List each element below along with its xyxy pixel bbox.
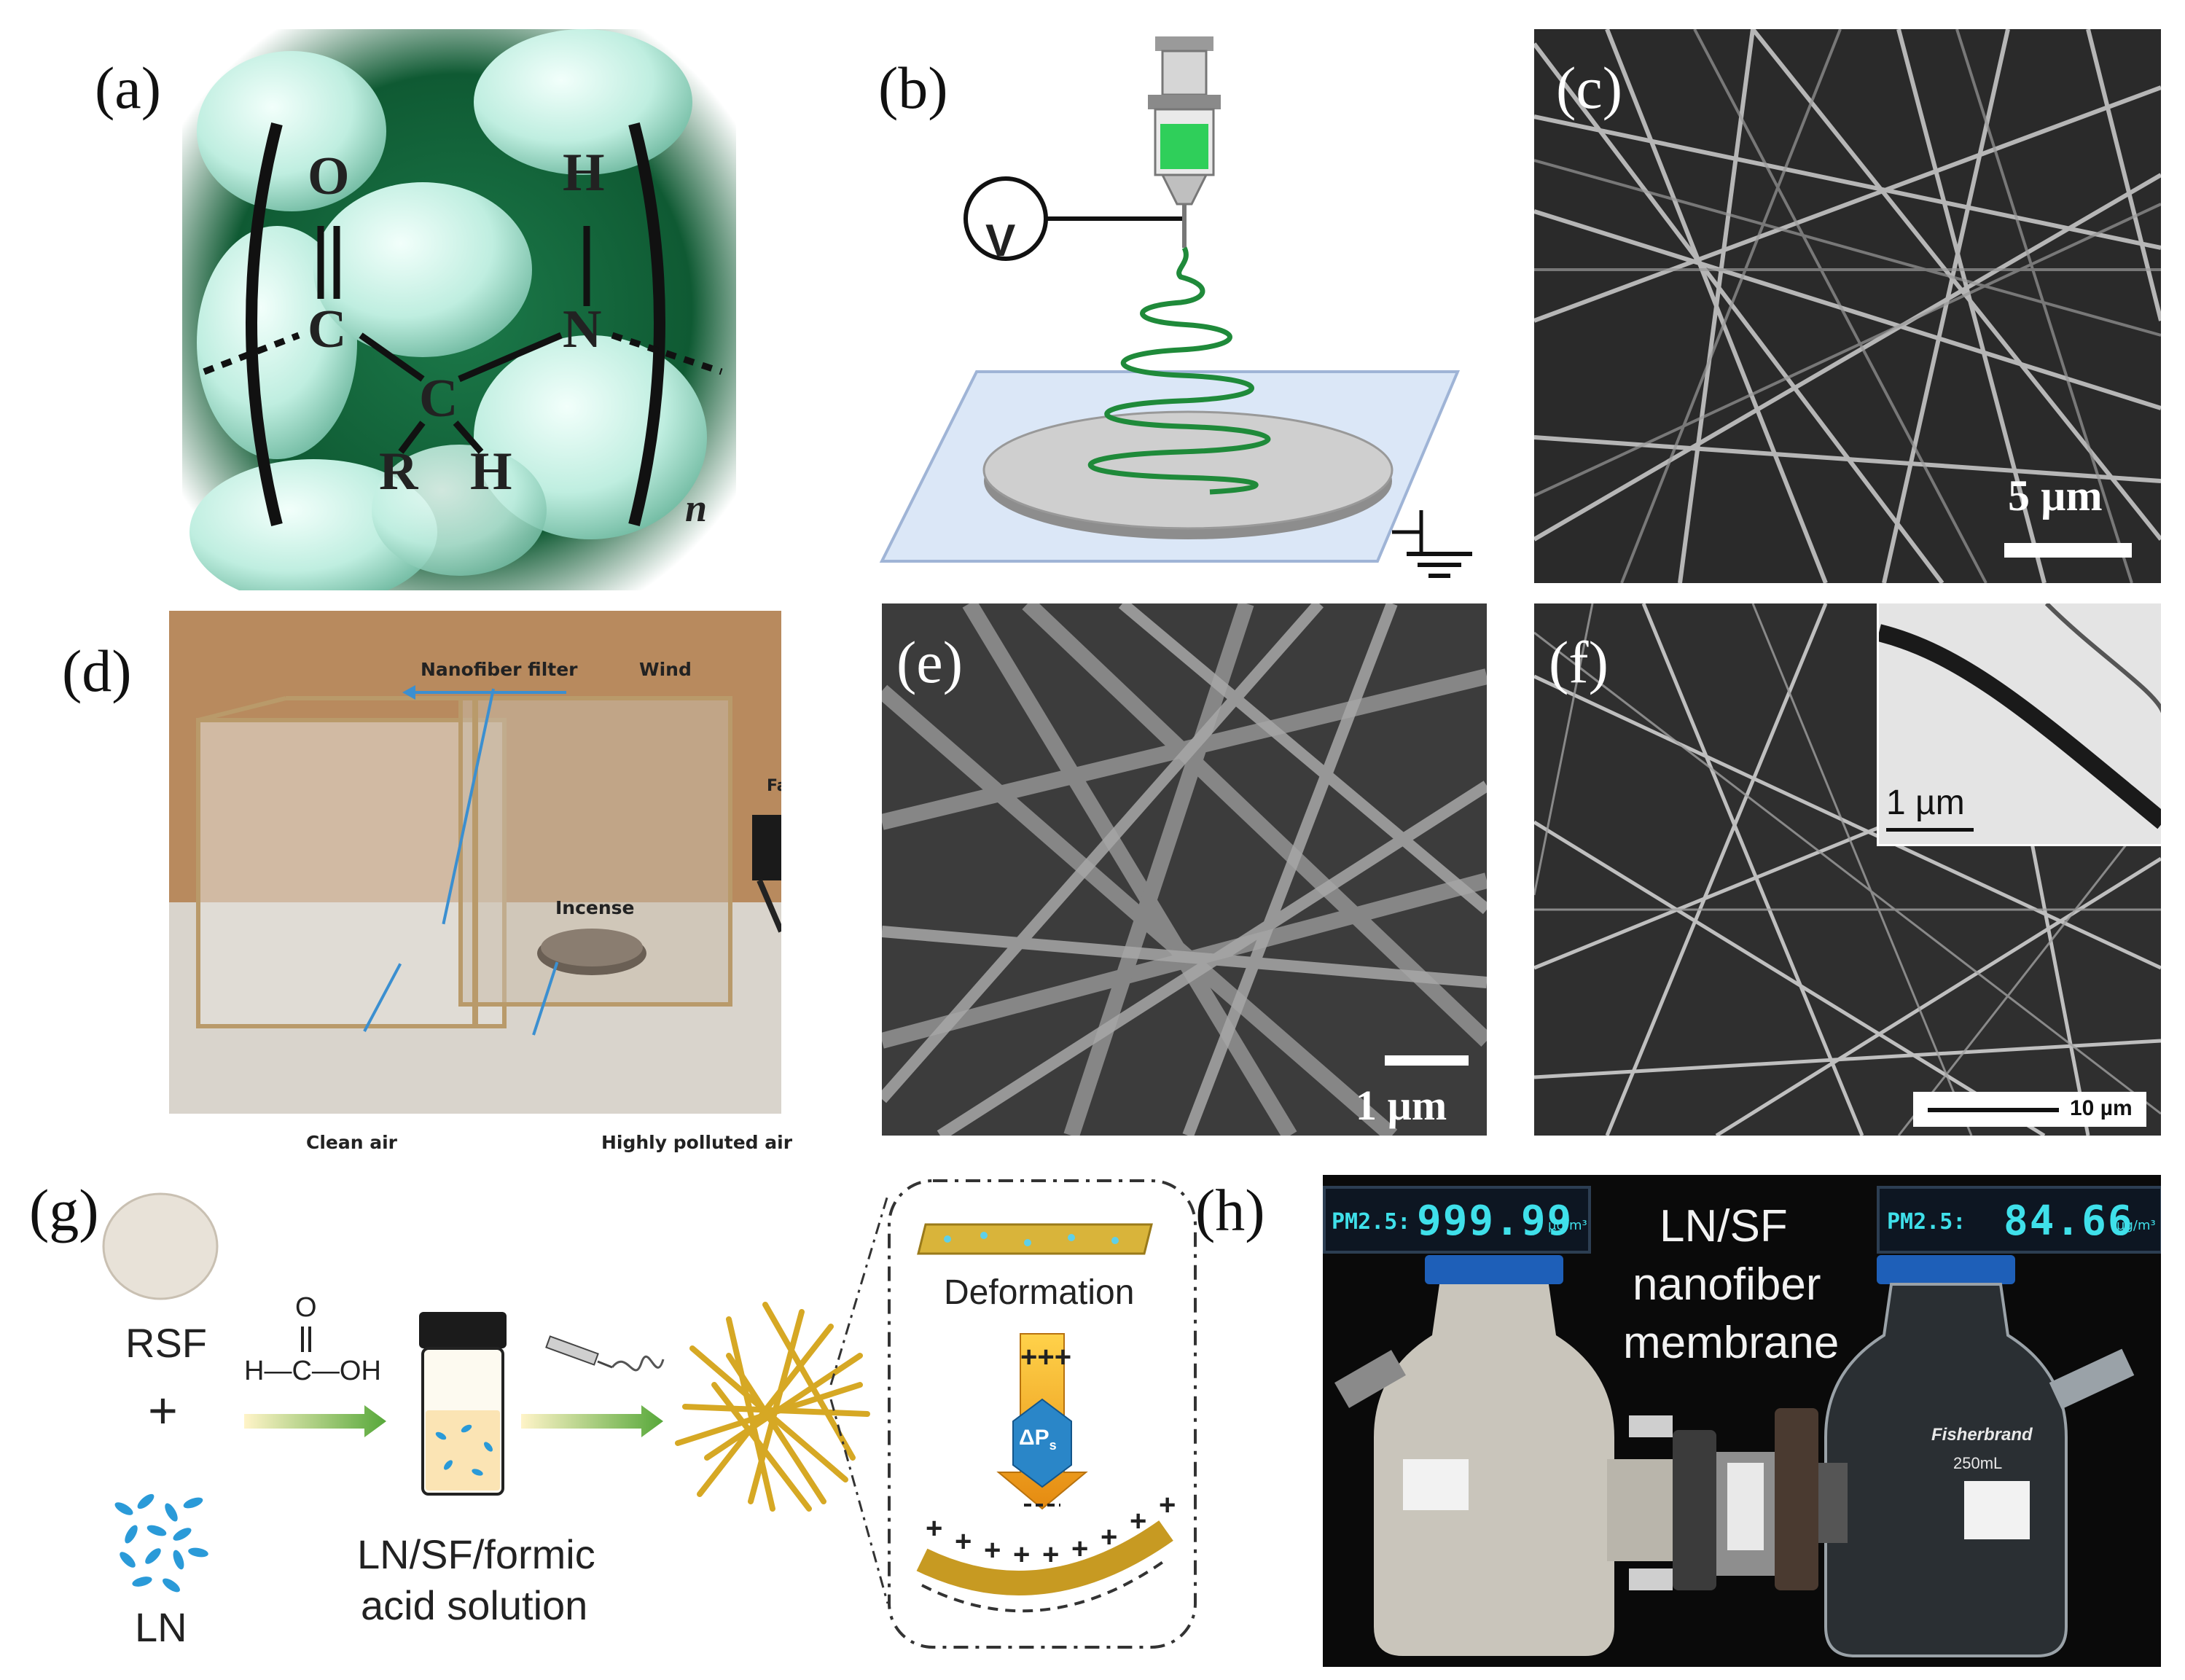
scale-label-c: 5 µm [2008,472,2103,520]
deformation-label: Deformation [944,1273,1135,1312]
delta-p-subscript: s [1049,1438,1057,1453]
syringe-icon [545,1335,665,1372]
rsf-disc [102,1192,219,1300]
membrane-title-line2: nanofiber [1633,1259,1821,1310]
solution-label-line1: LN/SF/formic [357,1531,595,1577]
panel-label-f: (f) [1549,629,1609,695]
svg-text:+: + [955,1525,972,1558]
polluted-air-label: Highly polluted air [601,1132,793,1153]
acrylic-box [196,696,781,1028]
svg-text:+: + [1130,1505,1146,1537]
clean-air-label: Clean air [306,1132,398,1153]
pm-display-right: PM2.5: 84.66 µg/m³ [1877,1186,2161,1254]
panel-label-c: (c) [1556,55,1623,121]
panel-e-sem-image: (e) 1 µm [882,603,1487,1136]
rsf-label: RSF [125,1320,207,1366]
bottle-brand-label: Fisherbrand [1931,1425,2033,1445]
sem-fibers-f [1534,603,2161,1136]
panel-label-b: (b) [878,55,948,121]
formic-formula: H—C—OH [244,1356,381,1386]
panel-label-g: (g) [29,1177,99,1243]
nanofiber-filter-label: Nanofiber filter [421,659,578,680]
ln-label: LN [135,1604,187,1650]
svg-text:+: + [1159,1489,1176,1521]
svg-text:+: + [1013,1539,1030,1571]
arrow-1 [244,1405,386,1437]
svg-text:+: + [1071,1533,1088,1565]
scale-label-f: 10 µm [2070,1096,2133,1120]
atom-n: N [563,300,602,359]
svg-text:+: + [926,1512,942,1544]
delta-ps-label: ΔPs [1019,1426,1057,1453]
arrow-2 [521,1405,663,1437]
atom-o: O [308,146,350,206]
panel-b-electrospinning-setup: V [867,22,1494,583]
panel-f-sem-image: 1 µm (f) 10 µm [1534,603,2161,1136]
detail-box [888,1179,1197,1649]
panel-label-h: (h) [1195,1177,1265,1243]
wind-arrow-head [402,685,415,700]
svg-text:+++: +++ [1020,1341,1071,1373]
bottle-volume-label: 250mL [1953,1454,2003,1472]
electrospinning-diagram [879,36,1472,578]
subscript-n: n [685,486,708,530]
pm-unit-right: µg/m³ [2116,1218,2156,1233]
vial-cap [419,1312,507,1348]
sem-fibers-c [1534,29,2161,583]
membrane-title-line1: LN/SF [1660,1201,1788,1251]
inset-scale-label: 1 µm [1886,784,1965,822]
pm-display-left: PM2.5: 999.99 µg/m³ [1323,1186,1591,1254]
dipole-prism [1012,1398,1072,1488]
pm-key-left: PM2.5: [1332,1209,1411,1235]
svg-text:+: + [1042,1539,1059,1571]
svg-text:+: + [984,1534,1001,1566]
panel-g-fabrication-schematic: +++ ++++ +++++ RSF + LN O H—C—OH LN/SF/f… [73,1166,1210,1662]
atom-h-bottom: H [470,442,512,501]
tem-inset: 1 µm [1877,603,2161,846]
panel-label-d: (d) [62,638,132,704]
pm-unit-left: µg/m³ [1548,1218,1587,1233]
inset-scale-bar [1886,828,1974,832]
wind-label: Wind [639,659,692,680]
schematic-graphics: +++ ++++ +++++ [102,1179,1197,1649]
fan-label: Fan [767,777,781,795]
scale-bar-f [1928,1108,2059,1112]
panel-h-pm-test-photo: PM2.5: 999.99 µg/m³ PM2.5: 84.66 µg/m³ L… [1323,1175,2161,1667]
incense-label: Incense [555,897,635,918]
panel-d-filtration-chamber: Nanofiber filter Wind Fan Incense [169,611,781,1114]
bent-fiber [916,1520,1173,1595]
silk-cocoon-photo [182,29,736,590]
pm-key-right: PM2.5: [1887,1209,1966,1235]
scale-label-e: 1 µm [1356,1082,1447,1129]
pm-value-left: 999.99 [1417,1198,1574,1245]
ln-particles [114,1493,208,1593]
gold-fibers [675,1302,870,1512]
panel-c-sem-image: (c) 5 µm [1534,29,2161,583]
sem-fibers-e [882,603,1487,1136]
svg-text:+: + [1101,1521,1117,1553]
wind-arrow [413,691,566,694]
scale-bar-c [2004,543,2132,558]
membrane-title-line3: membrane [1623,1318,1840,1368]
panel-label-e: (e) [896,629,963,695]
plus-sign: + [148,1382,178,1439]
voltage-label: V [985,216,1016,266]
scale-bar-e [1385,1055,1469,1066]
atom-c-carbonyl: C [308,300,347,359]
solution-label-line2: acid solution [361,1582,588,1628]
bottles-photo [1334,1255,2135,1657]
panel-a-silk-cocoon-structure: O H C N C R H n [182,29,736,590]
atom-h-top: H [563,143,605,203]
formic-o: O [295,1292,317,1323]
panel-label-a: (a) [95,55,162,121]
atom-c-alpha: C [419,369,458,429]
delta-p: ΔP [1019,1426,1049,1450]
atom-r: R [379,442,418,501]
pm-value-right: 84.66 [2004,1198,2134,1245]
